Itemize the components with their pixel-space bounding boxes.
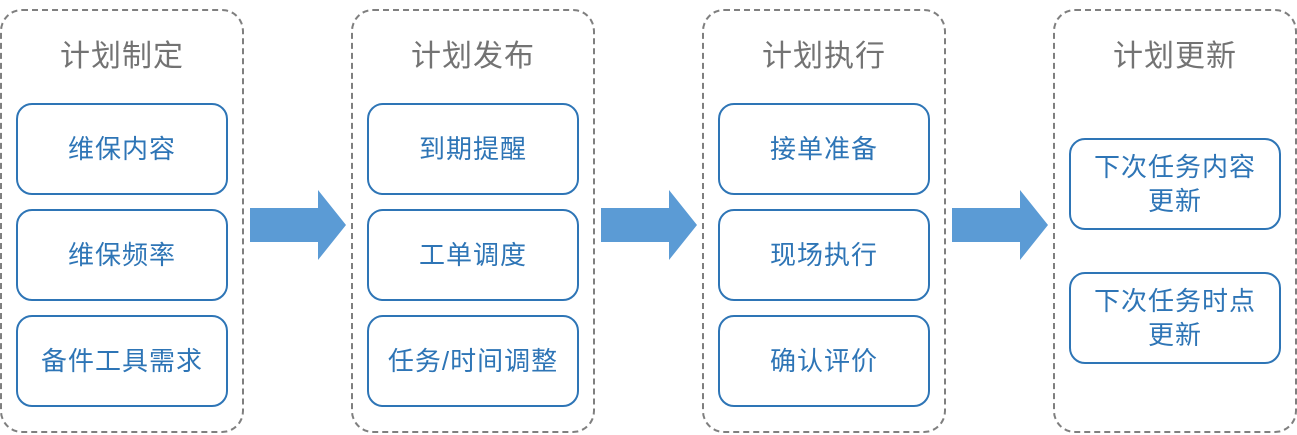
stage-items: 下次任务内容 更新 下次任务时点 更新	[1069, 95, 1281, 407]
stage-plan-formulation: 计划制定 维保内容 维保频率 备件工具需求	[0, 9, 244, 433]
right-arrow-icon	[951, 190, 1048, 260]
stage-title: 计划发布	[411, 40, 535, 73]
arrow-formulation-to-release	[244, 9, 351, 260]
item-box: 维保内容	[16, 103, 228, 195]
item-box: 维保频率	[16, 209, 228, 301]
stage-plan-release: 计划发布 到期提醒 工单调度 任务/时间调整	[351, 9, 595, 433]
right-arrow-icon	[249, 190, 346, 260]
stage-title: 计划执行	[762, 40, 886, 73]
item-box: 工单调度	[367, 209, 579, 301]
item-box: 下次任务内容 更新	[1069, 138, 1281, 230]
stage-items: 到期提醒 工单调度 任务/时间调整	[367, 103, 579, 407]
stage-plan-execution: 计划执行 接单准备 现场执行 确认评价	[702, 9, 946, 433]
item-box: 接单准备	[718, 103, 930, 195]
item-box: 下次任务时点 更新	[1069, 272, 1281, 364]
right-arrow-icon	[600, 190, 697, 260]
stage-plan-update: 计划更新 下次任务内容 更新 下次任务时点 更新	[1053, 9, 1297, 433]
item-box: 任务/时间调整	[367, 315, 579, 407]
item-box: 现场执行	[718, 209, 930, 301]
stage-title: 计划制定	[60, 40, 184, 73]
stage-items: 维保内容 维保频率 备件工具需求	[16, 103, 228, 407]
item-box: 到期提醒	[367, 103, 579, 195]
item-box: 确认评价	[718, 315, 930, 407]
arrow-execution-to-update	[946, 9, 1053, 260]
stage-items: 接单准备 现场执行 确认评价	[718, 103, 930, 407]
stage-title: 计划更新	[1113, 40, 1237, 73]
item-box: 备件工具需求	[16, 315, 228, 407]
arrow-release-to-execution	[595, 9, 702, 260]
